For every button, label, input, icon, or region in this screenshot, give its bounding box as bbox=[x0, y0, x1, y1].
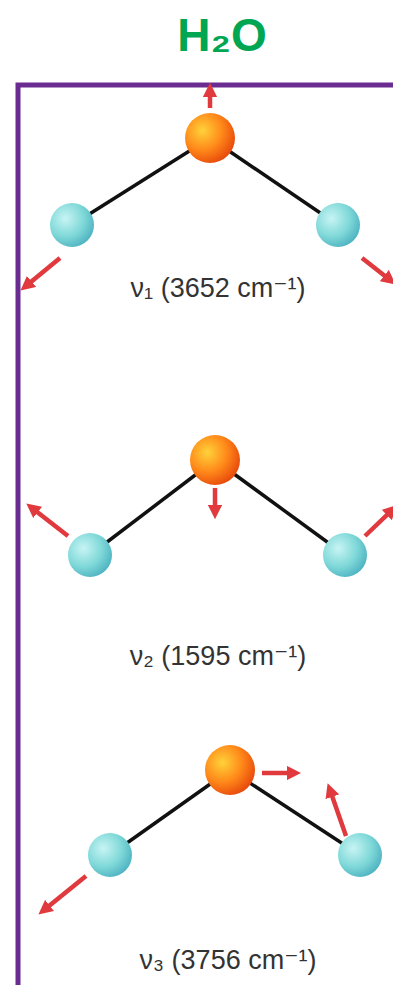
title: H₂O bbox=[177, 8, 266, 62]
frame bbox=[18, 85, 393, 985]
displacement-arrows bbox=[26, 90, 392, 910]
mode-label: ν₁ (3652 cm⁻¹) bbox=[131, 272, 306, 304]
atoms bbox=[50, 113, 382, 877]
bonds bbox=[72, 138, 360, 855]
mode-label: ν₃ (3756 cm⁻¹) bbox=[140, 944, 317, 976]
mode-label: ν₂ (1595 cm⁻¹) bbox=[130, 640, 306, 672]
